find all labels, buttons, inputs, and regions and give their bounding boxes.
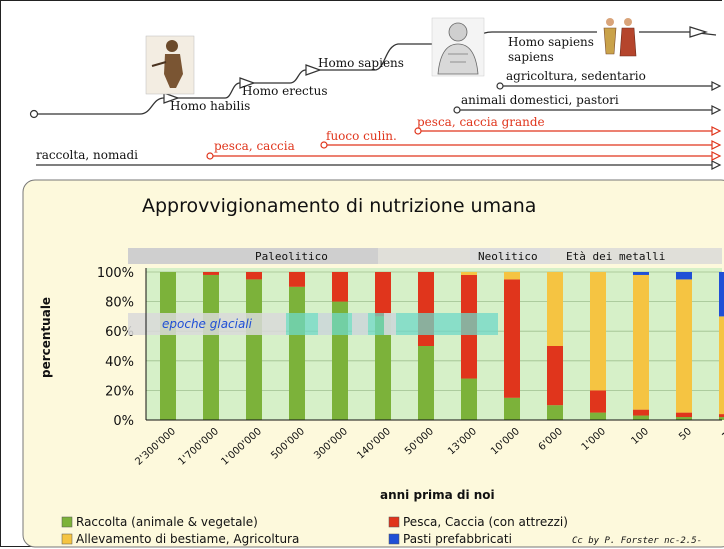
legend-pesca: Pesca, Caccia (con attrezzi) xyxy=(403,515,568,529)
bar-segment-pasti xyxy=(633,272,649,275)
bar-segment-pasti xyxy=(719,272,724,317)
bar-segment-raccolta xyxy=(461,378,477,420)
bar-segment-allevamento xyxy=(590,272,606,391)
y-tick-label: 20% xyxy=(105,384,134,399)
timeline-lines xyxy=(36,31,717,166)
bar-segment-raccolta xyxy=(375,316,391,420)
bar-segment-raccolta xyxy=(289,286,305,420)
label-pesca-caccia: pesca, caccia xyxy=(214,139,295,153)
label-animali: animali domestici, pastori xyxy=(461,93,619,107)
bar-segment-pesca xyxy=(289,272,305,287)
legend-swatch-allevamento xyxy=(61,533,73,545)
bar-segment-allevamento xyxy=(719,316,724,415)
bar-segment-allevamento xyxy=(504,272,520,280)
x-tick-label: 10 xyxy=(720,426,724,443)
timeline-red-lines xyxy=(210,130,716,157)
bar-segment-pasti xyxy=(676,272,692,280)
chart-title: Approvvigionamento di nutrizione umana xyxy=(142,195,536,217)
bar-segment-allevamento xyxy=(547,272,563,346)
label-raccolta-nomadi: raccolta, nomadi xyxy=(36,148,138,162)
y-tick-label: 80% xyxy=(105,296,134,311)
label-pesca-caccia-grande: pesca, caccia grande xyxy=(417,115,545,129)
agri-arrow-icon xyxy=(711,81,722,91)
legend-swatch-pesca xyxy=(388,516,400,528)
y-tick-label: 40% xyxy=(105,355,134,370)
line-trunk xyxy=(36,43,433,115)
period-neolitico: Neolitico xyxy=(478,250,538,263)
y-tick-label: 0% xyxy=(113,414,134,429)
y-axis-label: percentuale xyxy=(39,297,53,378)
label-agricoltura: agricoltura, sedentario xyxy=(506,69,646,83)
period-eta-metalli: Età dei metalli xyxy=(566,250,665,263)
sapiens-arrow-icon xyxy=(305,64,322,76)
bar-segment-pesca xyxy=(719,414,724,418)
label-homo-sapiens-sapiens-2: sapiens xyxy=(508,50,554,64)
bar-segment-pesca xyxy=(676,412,692,418)
timeline-markers xyxy=(29,26,722,170)
bar-segment-allevamento xyxy=(633,274,649,410)
erectus-arrow-icon xyxy=(239,77,256,89)
bar-segment-pesca xyxy=(203,272,219,275)
period-neolitico-band xyxy=(470,248,550,264)
y-axis-ticks: 0% 20% 40% 60% 80% 100% xyxy=(97,266,134,429)
y-tick-label: 60% xyxy=(105,325,134,340)
label-homo-sapiens-sapiens-1: Homo sapiens xyxy=(508,35,594,49)
legend-swatch-pasti xyxy=(388,533,400,545)
bar-segment-pesca xyxy=(375,272,391,317)
bar-segment-allevamento xyxy=(676,279,692,413)
evolution-timeline: Homo habilis Homo erectus Homo sapiens H… xyxy=(29,14,722,170)
period-band: Paleolitico Neolitico Età dei metalli xyxy=(128,248,722,264)
legend-allevamento: Allevamento di bestiame, Agricoltura xyxy=(76,532,299,546)
label-homo-sapiens: Homo sapiens xyxy=(318,56,404,70)
glacial-annotation: epoche glaciali xyxy=(128,313,498,335)
legend-pasti: Pasti prefabbricati xyxy=(403,532,512,546)
timeline-red-markers xyxy=(206,126,722,161)
period-paleolitico-band xyxy=(128,248,378,264)
period-paleolitico: Paleolitico xyxy=(255,250,328,263)
bar-segment-raccolta xyxy=(676,417,692,420)
label-fuoco-culin: fuoco culin. xyxy=(326,129,397,143)
homo-sapiens-figure-icon xyxy=(431,17,485,77)
homo-habilis-figure-icon xyxy=(145,35,195,95)
bar-segment-pesca xyxy=(504,279,520,398)
bar-segment-pesca xyxy=(633,409,649,416)
bar-segment-raccolta xyxy=(590,412,606,420)
bar-segment-allevamento xyxy=(461,272,477,275)
bar-segment-pesca xyxy=(590,390,606,413)
credit-text: Cc by P. Forster nc-2.5- xyxy=(572,536,702,546)
sapiens-sapiens-arrow-icon xyxy=(689,26,709,38)
x-axis-label: anni prima di noi xyxy=(380,488,495,502)
raccolta-arrow-icon xyxy=(711,160,722,170)
glacial-label: epoche glaciali xyxy=(162,317,253,331)
bar-segment-pesca xyxy=(246,272,262,280)
legend: Raccolta (animale & vegetale) Pesca, Cac… xyxy=(61,515,702,546)
couple-figure-icon xyxy=(597,14,639,58)
label-homo-habilis: Homo habilis xyxy=(170,99,250,113)
label-homo-erectus: Homo erectus xyxy=(242,84,327,98)
bar-segment-raccolta xyxy=(547,405,563,420)
bar-segment-raccolta xyxy=(160,272,176,420)
bar-segment-raccolta xyxy=(633,415,649,420)
bar-segment-raccolta xyxy=(719,417,724,420)
bar-segment-raccolta xyxy=(246,279,262,420)
legend-raccolta: Raccolta (animale & vegetale) xyxy=(76,515,258,529)
animali-circle xyxy=(453,106,461,114)
bar-segment-raccolta xyxy=(504,397,520,420)
animali-arrow-icon xyxy=(711,105,722,115)
bar-segment-pesca xyxy=(547,346,563,406)
bar-segment-raccolta xyxy=(203,274,219,420)
habilis-arrow-icon xyxy=(163,92,180,104)
bar-segment-raccolta xyxy=(418,346,434,420)
start-circle xyxy=(29,109,39,119)
legend-swatch-raccolta xyxy=(61,516,73,528)
bar-segment-pesca xyxy=(332,272,348,302)
y-tick-label: 100% xyxy=(97,266,134,281)
agricoltura-circle xyxy=(496,82,504,90)
